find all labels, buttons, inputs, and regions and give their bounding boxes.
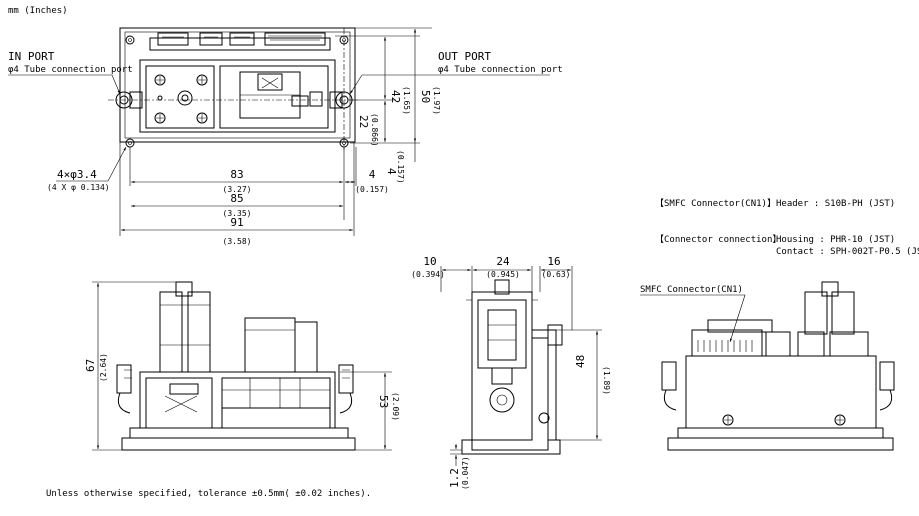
front-dims bbox=[92, 281, 392, 451]
dim-91-in: (3.58) bbox=[223, 237, 252, 246]
dim-10-in: (0.394) bbox=[411, 270, 445, 279]
dim-67-in: (2.64) bbox=[99, 353, 108, 382]
dim-48-in: (1.89) bbox=[602, 366, 611, 395]
cn1-callout: SMFC Connector(CN1) bbox=[640, 285, 743, 295]
dim-22: 22 bbox=[357, 115, 370, 128]
dim-42: 42 bbox=[389, 90, 402, 103]
dim-22-in: (0.866) bbox=[370, 113, 379, 147]
dim-10: 10 bbox=[423, 255, 436, 268]
dim-16-in: (0.63) bbox=[542, 270, 571, 279]
contact-spec: Contact : SPH-002T-P0.5 (JST) bbox=[776, 247, 919, 257]
tolerance-note: Unless otherwise specified, tolerance ±0… bbox=[46, 489, 371, 499]
dim-24-in: (0.945) bbox=[486, 270, 520, 279]
dim-16: 16 bbox=[547, 255, 560, 268]
dim-48: 48 bbox=[574, 355, 587, 368]
top-vertical-dims bbox=[335, 27, 432, 162]
side-dims bbox=[440, 266, 602, 466]
dim-42-in: (1.65) bbox=[402, 86, 411, 115]
smfc-connector-label: 【SMFC Connector(CN1)】 bbox=[655, 198, 776, 209]
dim-4v-in: (0.157) bbox=[396, 150, 405, 184]
dim-85: 85 bbox=[230, 192, 243, 205]
dim-4v: 4 bbox=[385, 168, 398, 175]
side-view bbox=[461, 279, 563, 455]
dim-50: 50 bbox=[419, 90, 432, 103]
rear-view bbox=[661, 281, 895, 451]
units-note: mm (Inches) bbox=[8, 6, 68, 16]
holes-sub: (4 X φ 0.134) bbox=[47, 183, 110, 192]
top-view bbox=[108, 27, 360, 150]
out-port-title: OUT PORT bbox=[438, 50, 491, 63]
top-horizontal-dims bbox=[119, 142, 357, 236]
connector-connection-label: 【Connector connection】 bbox=[655, 234, 781, 245]
dim-85-in: (3.35) bbox=[223, 209, 252, 218]
dim-50-in: (1.97) bbox=[432, 86, 441, 115]
dim-91: 91 bbox=[230, 216, 243, 229]
dim-67: 67 bbox=[84, 359, 97, 372]
housing-spec: Housing : PHR-10 (JST) bbox=[776, 235, 895, 245]
dim-83: 83 bbox=[230, 168, 243, 181]
smfc-header: Header : S10B-PH (JST) bbox=[776, 199, 895, 209]
in-port-sub: φ4 Tube connection port bbox=[8, 65, 133, 75]
dim-1-2: 1.2 bbox=[448, 468, 461, 488]
out-port-sub: φ4 Tube connection port bbox=[438, 65, 563, 75]
dim-1-2-in: (0.047) bbox=[461, 456, 470, 490]
dim-83-in: (3.27) bbox=[223, 185, 252, 194]
dim-4h-in: (0.157) bbox=[355, 185, 389, 194]
holes-label: 4×φ3.4 bbox=[57, 168, 97, 181]
dim-53-in: (2.09) bbox=[391, 392, 400, 421]
dim-4h: 4 bbox=[369, 168, 376, 181]
front-view bbox=[116, 281, 356, 451]
dim-53: 53 bbox=[377, 395, 390, 408]
in-port-title: IN PORT bbox=[8, 50, 55, 63]
dim-24: 24 bbox=[496, 255, 510, 268]
